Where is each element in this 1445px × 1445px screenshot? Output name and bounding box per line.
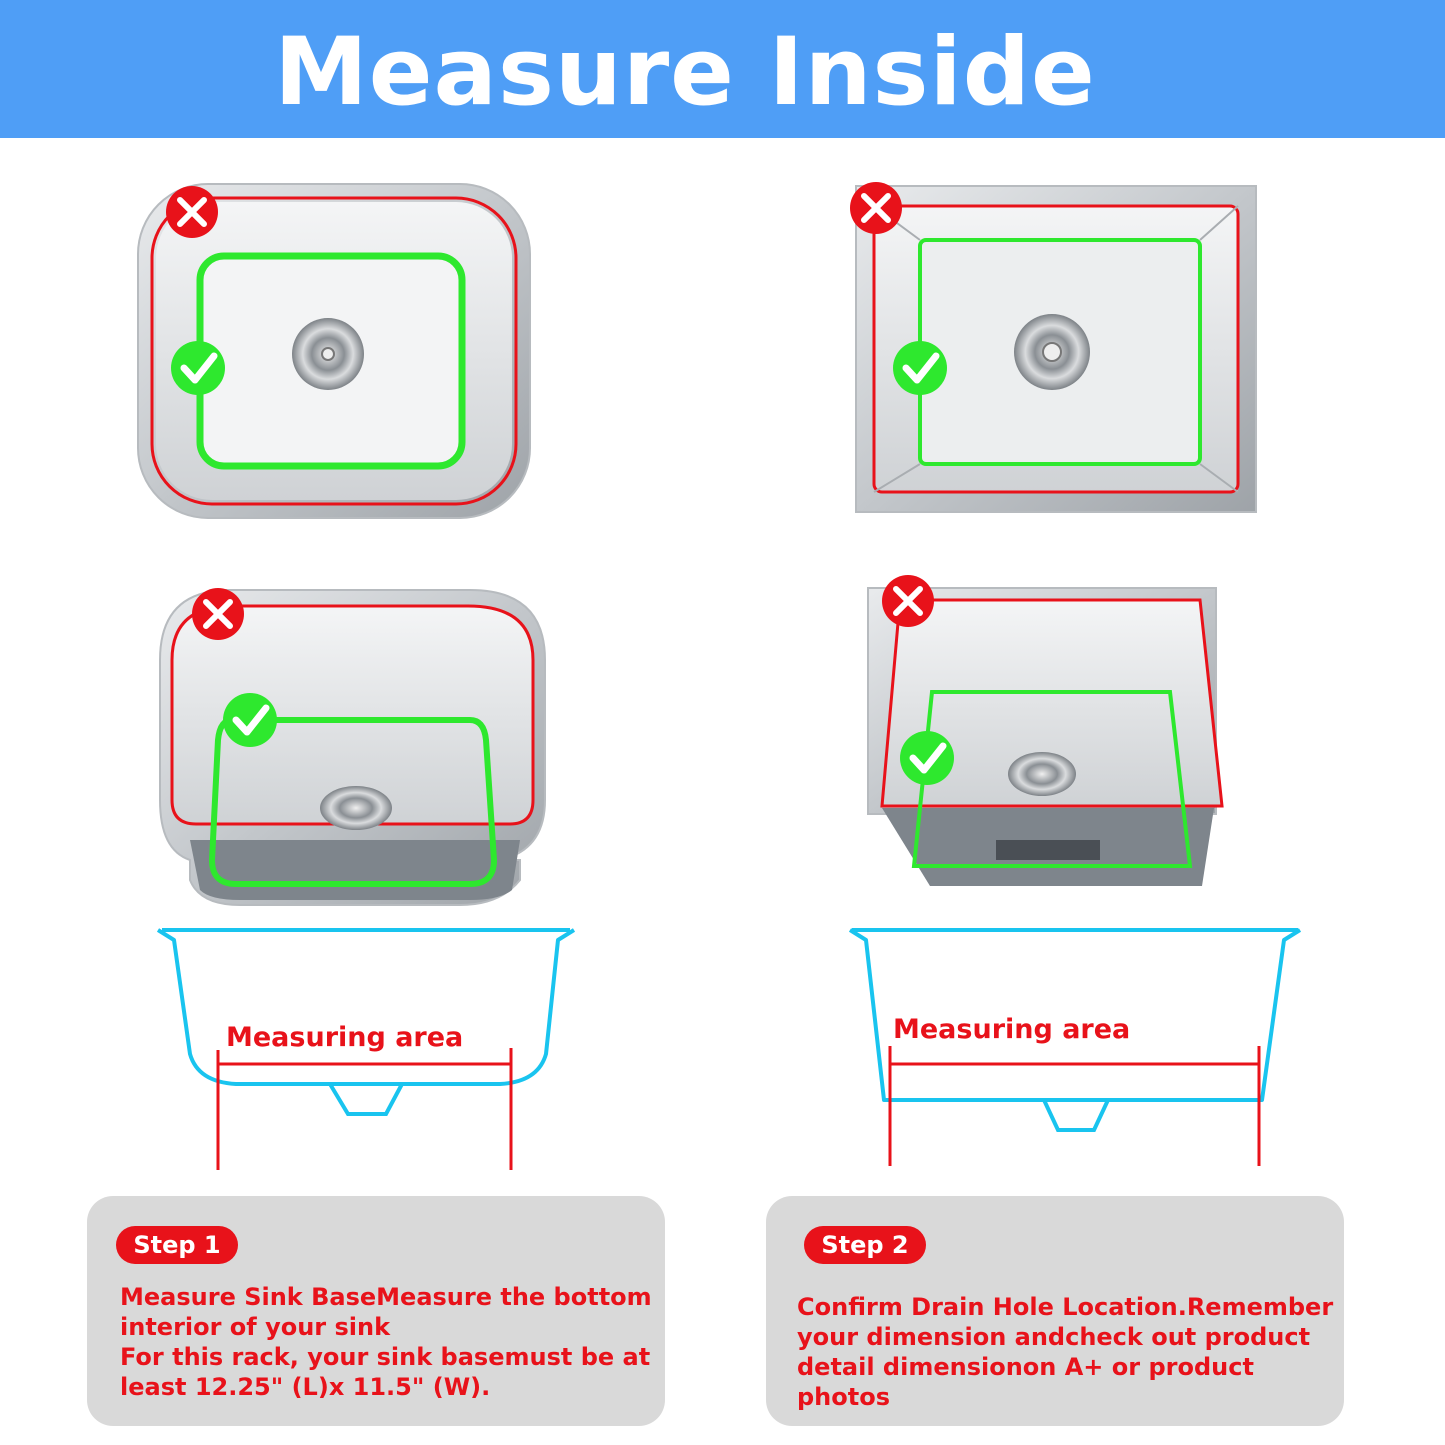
sink-diagram-left — [156, 928, 576, 1170]
check-icon — [893, 341, 947, 395]
step-1-line-4: least 12.25" (L)x 11.5" (W). — [120, 1373, 491, 1401]
cross-icon — [850, 182, 902, 234]
page-title: Measure Inside — [274, 18, 1096, 127]
step-1-line-3: For this rack, your sink basemust be at — [120, 1343, 651, 1371]
measuring-area-label-right: Measuring area — [893, 1014, 1131, 1045]
step-2-line-3: detail dimensionon A+ or product photos — [797, 1353, 1254, 1411]
step-2-line-1: Confirm Drain Hole Location.Remember — [797, 1293, 1334, 1321]
sink-diagram-right — [848, 928, 1302, 1166]
sink-photo-bottom-left — [159, 589, 546, 906]
step-1-line-2: interior of your sink — [120, 1313, 391, 1341]
check-icon — [171, 341, 225, 395]
measuring-area-label-left: Measuring area — [226, 1022, 464, 1053]
cross-icon — [882, 575, 934, 627]
step-2-text: Confirm Drain Hole Location.Remember you… — [797, 1292, 1342, 1412]
step-2-card: Step 2 Confirm Drain Hole Location.Remem… — [766, 1196, 1344, 1426]
step-1-card: Step 1 Measure Sink BaseMeasure the bott… — [87, 1196, 665, 1426]
header-banner: Measure Inside — [0, 0, 1445, 138]
step-1-line-1: Measure Sink BaseMeasure the bottom — [120, 1283, 652, 1311]
sink-photo-bottom-right — [867, 587, 1224, 886]
cross-icon — [166, 186, 218, 238]
step-2-badge: Step 2 — [804, 1226, 926, 1264]
step-1-badge: Step 1 — [116, 1226, 238, 1264]
cross-icon — [192, 588, 244, 640]
step-2-line-2: your dimension andcheck out product — [797, 1323, 1311, 1351]
check-icon — [223, 693, 277, 747]
step-1-text: Measure Sink BaseMeasure the bottom inte… — [120, 1282, 660, 1402]
check-icon — [900, 731, 954, 785]
